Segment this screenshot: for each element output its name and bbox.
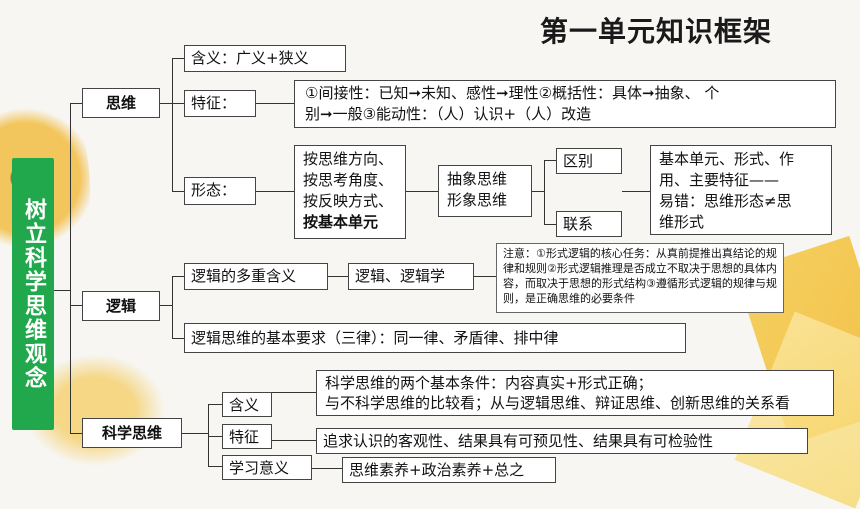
connector-kexue-branch (208, 404, 210, 466)
node-detail: 基本单元、形式、作 用、主要特征—— 易错：思维形态≠思 维形式 (650, 145, 832, 235)
connector-lianxi (544, 224, 556, 226)
node-siwei: 思维 (82, 88, 160, 118)
node-kexue-yiyi-text: 思维素养+政治素养+总之 (342, 457, 556, 483)
node-qubie: 区别 (556, 148, 622, 174)
page-title: 第一单元知识框架 (540, 15, 773, 48)
connector-root (70, 103, 72, 433)
connector-kexue (70, 433, 82, 435)
connector-kexue-tezheng-text (272, 440, 316, 442)
connector-kexue-stub (182, 433, 208, 435)
connector-siwei-stub (160, 103, 172, 105)
node-luoji: 逻辑 (82, 291, 160, 321)
node-siwei-xingtai: 形态： (184, 177, 256, 205)
node-kexue-yiyi: 学习意义 (222, 455, 312, 480)
connector-kexue-yiyi (208, 466, 222, 468)
image-thinking: 形象思维 (447, 191, 508, 209)
node-note: 注意：①形式逻辑的核心任务：从真前提推出真结论的规律和规则②形式逻辑推理是否成立… (496, 243, 784, 313)
node-duochong: 逻辑的多重含义 (184, 263, 328, 290)
xingtai-item-1: 按思维方向、 (303, 150, 394, 168)
connector-siwei-branch (172, 58, 174, 191)
node-kexue: 科学思维 (82, 418, 182, 448)
connector-qubie-lianxi-v (544, 160, 546, 224)
kexue-hanyi-line-2: 与不科学思维的比较看；从与逻辑思维、辩证思维、创新思维的关系看 (325, 394, 791, 412)
root-node: 树立科学思维观念 (12, 158, 54, 430)
node-kexue-tezheng: 特征 (222, 424, 272, 449)
connector-luoji-branch (172, 276, 174, 338)
connector-tezheng (172, 103, 184, 105)
connector-xingtai (172, 191, 184, 193)
tezheng-line-2: 别➞一般③能动性：（人）认识+（人）改造 (305, 105, 592, 123)
node-jiben: 逻辑思维的基本要求（三律）：同一律、矛盾律、排中律 (184, 323, 686, 353)
node-xingtai-list: 按思维方向、 按思考角度、 按反映方式、 按基本单元 (294, 145, 406, 239)
detail-line-4: 维形式 (659, 213, 705, 231)
xingtai-item-3: 按反映方式、 (303, 192, 394, 210)
detail-line-1: 基本单元、形式、作 (659, 150, 795, 168)
node-luoji-xue: 逻辑、逻辑学 (348, 263, 474, 290)
tezheng-line-1: ①间接性：已知➞未知、感性➞理性②概括性：具体➞抽象、 个 (305, 84, 720, 102)
node-kexue-hanyi-text: 科学思维的两个基本条件：内容真实+形式正确； 与不科学思维的比较看；从与逻辑思维… (316, 370, 834, 416)
connector-abstract (406, 191, 438, 193)
detail-line-3: 易错：思维形态≠思 (659, 192, 792, 210)
connector-luoji-stub (160, 305, 172, 307)
connector-luoji (70, 305, 82, 307)
connector-kexue-hanyi-text (272, 392, 316, 394)
node-siwei-tezheng: 特征： (184, 90, 256, 117)
connector-siwei (70, 103, 82, 105)
connector-xingtai-list (256, 191, 294, 193)
connector-luoji-xue (328, 276, 348, 278)
connector-kexue-tezheng (208, 436, 222, 438)
node-siwei-hanyi: 含义：广义+狭义 (184, 45, 346, 72)
detail-line-2: 用、主要特征—— (659, 171, 780, 189)
connector-root-stub (54, 290, 70, 292)
connector-note (474, 276, 496, 278)
connector-tezheng-text (256, 103, 294, 105)
xingtai-item-4: 按基本单元 (303, 213, 379, 231)
connector-kexue-yiyi-text (312, 468, 342, 470)
connector-qubie-lianxi (532, 191, 544, 193)
connector-duochong (172, 276, 184, 278)
connector-detail (622, 191, 650, 193)
node-lianxi: 联系 (556, 211, 622, 237)
node-abstract-image: 抽象思维 形象思维 (438, 165, 532, 217)
node-kexue-tezheng-text: 追求认识的客观性、结果具有可预见性、结果具有可检验性 (316, 428, 808, 454)
connector-jiben (172, 338, 184, 340)
connector-qubie (544, 160, 556, 162)
kexue-hanyi-line-1: 科学思维的两个基本条件：内容真实+形式正确； (325, 374, 653, 392)
xingtai-item-2: 按思考角度、 (303, 171, 394, 189)
abstract-thinking: 抽象思维 (447, 170, 508, 188)
node-kexue-hanyi: 含义 (222, 392, 272, 417)
connector-kexue-hanyi (208, 404, 222, 406)
connector-hanyi (172, 58, 184, 60)
node-tezheng-text: ①间接性：已知➞未知、感性➞理性②概括性：具体➞抽象、 个 别➞一般③能动性：（… (294, 80, 836, 128)
